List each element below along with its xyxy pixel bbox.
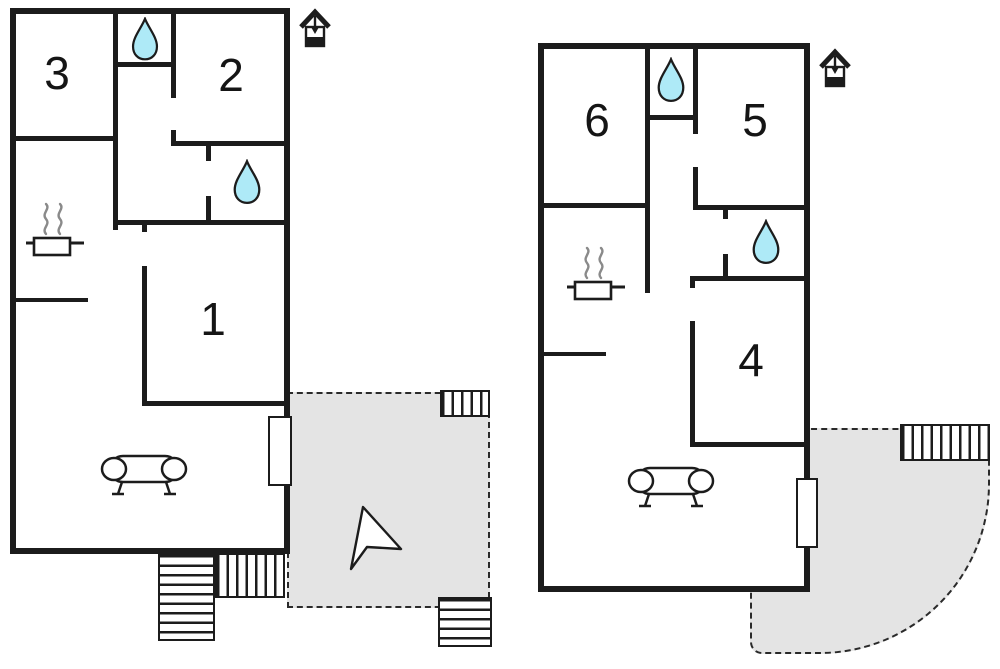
interior-wall	[113, 62, 176, 67]
sofa-icon	[627, 466, 715, 508]
interior-wall	[113, 220, 284, 225]
room-2-label: 2	[218, 49, 244, 101]
interior-wall	[171, 130, 176, 146]
water-drop-icon	[752, 219, 780, 264]
room-4-label: 4	[738, 334, 764, 386]
interior-wall	[723, 254, 728, 281]
room-6-label: 6	[584, 94, 610, 146]
interior-wall	[693, 49, 698, 134]
interior-wall	[690, 321, 695, 442]
room-1-label: 1	[200, 293, 226, 345]
stairs-icon	[438, 597, 492, 647]
interior-wall	[171, 141, 284, 146]
interior-wall	[690, 276, 695, 288]
interior-wall	[206, 196, 211, 225]
interior-wall	[16, 298, 88, 302]
interior-wall	[113, 14, 118, 230]
interior-wall	[171, 14, 176, 98]
sofa-icon	[100, 454, 188, 496]
interior-wall	[142, 220, 147, 232]
room-5-label: 5	[742, 94, 768, 146]
right-unit-plan: 6 5 4	[538, 43, 818, 592]
interior-wall	[544, 352, 606, 356]
water-drop-icon	[657, 57, 685, 102]
interior-wall	[544, 203, 650, 208]
interior-wall	[142, 266, 147, 406]
window	[268, 416, 292, 486]
left-terrace	[287, 392, 490, 608]
interior-wall	[690, 442, 804, 447]
water-drop-icon	[233, 159, 261, 204]
stairs-icon	[440, 390, 490, 417]
room-3-label: 3	[44, 47, 70, 99]
direction-arrow-icon	[349, 505, 403, 571]
interior-wall	[723, 205, 728, 219]
water-drop-icon	[131, 17, 159, 61]
interior-wall	[142, 401, 284, 406]
interior-wall	[16, 136, 118, 141]
interior-wall	[693, 167, 698, 210]
left-unit-plan: 3 2 1	[10, 8, 292, 554]
interior-wall	[693, 205, 804, 210]
entrance-icon	[299, 8, 331, 48]
interior-wall	[690, 276, 804, 281]
stairs-icon	[900, 424, 990, 461]
stairs-icon	[215, 553, 285, 598]
stairs-icon	[158, 553, 215, 641]
interior-wall	[645, 49, 650, 293]
stove-pot-steam-icon	[26, 202, 84, 257]
window	[796, 478, 818, 548]
interior-wall	[645, 115, 698, 120]
entrance-icon	[819, 48, 851, 88]
interior-wall	[206, 141, 211, 161]
stove-pot-steam-icon	[567, 246, 625, 301]
